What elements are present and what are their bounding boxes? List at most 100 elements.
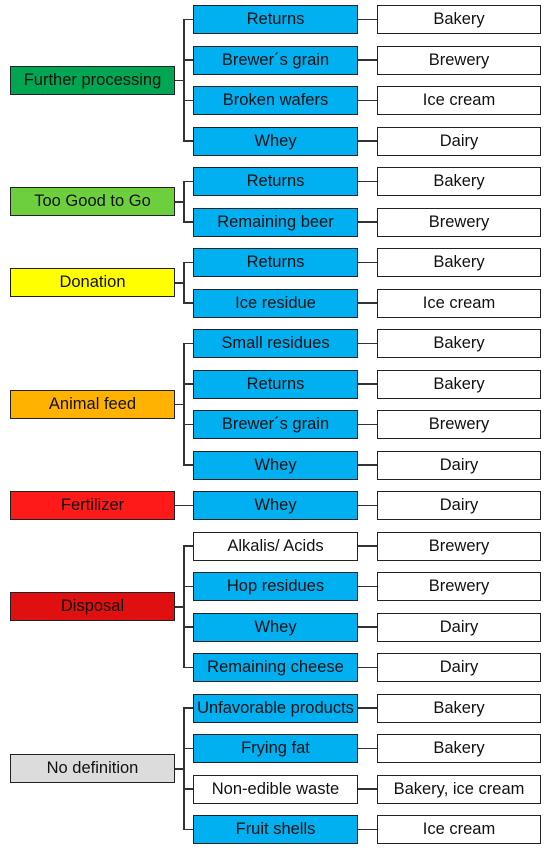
source-industry-box: Ice cream xyxy=(377,815,541,844)
source-industry-box: Dairy xyxy=(377,653,541,682)
category-box: Fertilizer xyxy=(10,491,175,520)
source-industry-box: Ice cream xyxy=(377,288,541,318)
branch-connector xyxy=(183,747,193,750)
waste-item-box: Frying fat xyxy=(193,734,358,763)
branch-trunk xyxy=(183,261,185,304)
category-box: No definition xyxy=(10,754,175,784)
waste-item-box: Fruit shells xyxy=(193,815,358,844)
source-connector xyxy=(358,59,377,61)
waste-item-box: Whey xyxy=(193,491,358,520)
branch-connector xyxy=(183,545,193,547)
category-connector xyxy=(175,768,184,770)
branch-connector xyxy=(183,59,193,61)
branch-connector xyxy=(183,383,193,385)
source-industry-box: Bakery xyxy=(377,369,541,399)
category-box: Disposal xyxy=(10,592,175,622)
source-connector xyxy=(358,626,377,628)
source-connector xyxy=(358,585,377,588)
waste-item-box: Whey xyxy=(193,612,358,642)
source-industry-box: Brewery xyxy=(377,207,541,237)
source-industry-box: Bakery xyxy=(377,693,541,723)
waste-item-box: Remaining cheese xyxy=(193,653,358,682)
source-industry-box: Bakery xyxy=(377,5,541,34)
branch-connector xyxy=(183,140,193,142)
waste-item-box: Whey xyxy=(193,450,358,480)
source-connector xyxy=(358,423,377,426)
source-industry-box: Bakery xyxy=(377,734,541,763)
source-connector xyxy=(358,342,377,345)
waste-item-box: Returns xyxy=(193,5,358,34)
category-box: Donation xyxy=(10,268,175,298)
category-connector xyxy=(175,504,184,507)
branch-connector xyxy=(183,464,193,466)
source-connector xyxy=(358,828,377,831)
branch-connector xyxy=(183,18,193,21)
source-connector xyxy=(358,383,377,385)
waste-item-box: Unfavorable products xyxy=(193,693,358,723)
source-connector xyxy=(358,99,377,102)
category-connector xyxy=(175,79,184,81)
waste-item-box: Ice residue xyxy=(193,288,358,318)
branch-connector xyxy=(183,666,193,669)
source-connector xyxy=(358,747,377,750)
waste-item-box: Remaining beer xyxy=(193,207,358,237)
source-connector xyxy=(358,788,377,790)
waste-item-box: Non-edible waste xyxy=(193,774,358,804)
category-box: Further processing xyxy=(10,65,175,95)
waste-item-box: Alkalis/ Acids xyxy=(193,531,358,561)
branch-connector xyxy=(183,261,193,264)
branch-connector xyxy=(183,828,193,831)
category-connector xyxy=(175,282,184,284)
category-connector xyxy=(175,606,184,608)
branch-connector xyxy=(183,302,193,304)
source-industry-box: Bakery xyxy=(377,329,541,358)
source-connector xyxy=(358,464,377,466)
branch-connector xyxy=(183,626,193,628)
branch-trunk xyxy=(183,18,185,142)
waste-item-box: Brewer´s grain xyxy=(193,410,358,439)
branch-connector xyxy=(183,423,193,426)
branch-connector xyxy=(183,504,193,507)
source-industry-box: Dairy xyxy=(377,612,541,642)
branch-connector xyxy=(183,342,193,345)
branch-connector xyxy=(183,180,193,183)
category-connector xyxy=(175,201,184,203)
branch-trunk xyxy=(183,180,185,223)
branch-connector xyxy=(183,221,193,223)
waste-item-box: Small residues xyxy=(193,329,358,358)
source-industry-box: Brewery xyxy=(377,410,541,439)
source-industry-box: Brewery xyxy=(377,572,541,601)
waste-item-box: Broken wafers xyxy=(193,86,358,115)
source-connector xyxy=(358,180,377,183)
source-connector xyxy=(358,666,377,669)
category-box: Animal feed xyxy=(10,389,175,419)
waste-item-box: Whey xyxy=(193,126,358,156)
waste-item-box: Returns xyxy=(193,167,358,196)
source-industry-box: Dairy xyxy=(377,126,541,156)
waste-item-box: Returns xyxy=(193,248,358,277)
branch-connector xyxy=(183,707,193,709)
source-connector xyxy=(358,302,377,304)
waste-item-box: Returns xyxy=(193,369,358,399)
branch-connector xyxy=(183,585,193,588)
source-connector xyxy=(358,221,377,223)
source-connector xyxy=(358,140,377,142)
branch-trunk xyxy=(183,545,185,669)
branch-connector xyxy=(183,99,193,102)
source-connector xyxy=(358,261,377,264)
branch-connector xyxy=(183,788,193,790)
source-industry-box: Bakery xyxy=(377,167,541,196)
source-industry-box: Bakery, ice cream xyxy=(377,774,541,804)
source-industry-box: Brewery xyxy=(377,45,541,75)
source-connector xyxy=(358,707,377,709)
source-industry-box: Dairy xyxy=(377,450,541,480)
waste-item-box: Hop residues xyxy=(193,572,358,601)
category-box: Too Good to Go xyxy=(10,187,175,217)
source-industry-box: Brewery xyxy=(377,531,541,561)
waste-item-box: Brewer´s grain xyxy=(193,45,358,75)
source-connector xyxy=(358,545,377,547)
source-industry-box: Bakery xyxy=(377,248,541,277)
branch-trunk xyxy=(183,342,185,466)
source-connector xyxy=(358,18,377,21)
